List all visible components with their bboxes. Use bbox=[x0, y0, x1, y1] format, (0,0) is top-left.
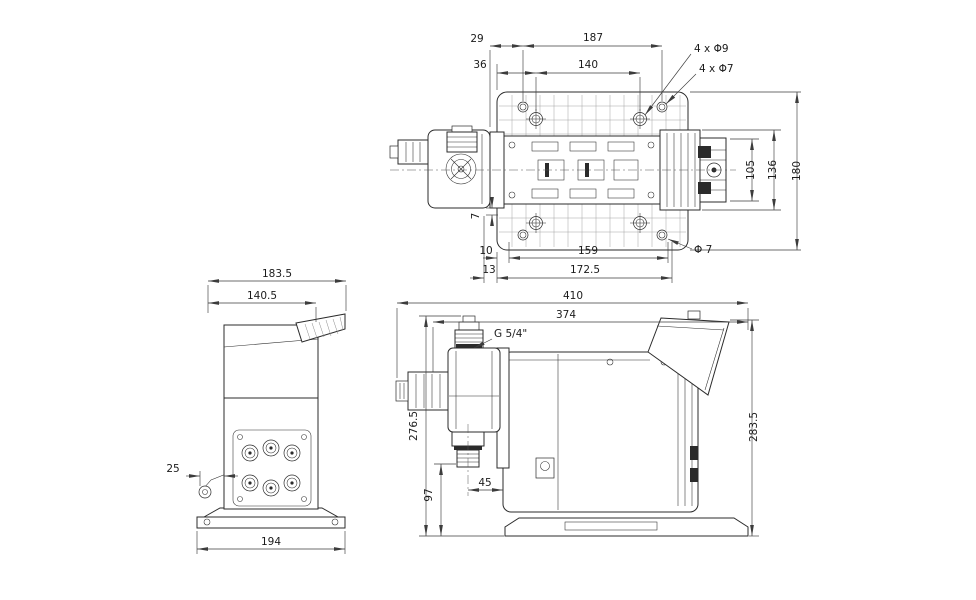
dim-7-label: 7 bbox=[470, 213, 482, 220]
dim-140-5-label: 140.5 bbox=[247, 290, 277, 302]
dim-410-label: 410 bbox=[563, 290, 583, 302]
dosing-head-top bbox=[427, 125, 505, 209]
note-4x-phi9: 4 x Φ9 bbox=[694, 43, 729, 55]
discharge-valve bbox=[454, 315, 484, 349]
side-view: 410 374 G 5/4" 276.5 97 45 283.5 bbox=[395, 290, 760, 537]
top-view-dimensions: 29 187 36 140 4 x Φ9 4 x Φ7 105 136 180 bbox=[470, 32, 803, 283]
dim-194-label: 194 bbox=[261, 536, 281, 548]
connector-socket bbox=[241, 439, 301, 497]
side-body bbox=[502, 351, 699, 513]
dim-172-5-label: 172.5 bbox=[570, 264, 600, 276]
dim-13-label: 13 bbox=[482, 264, 495, 276]
front-view: 183.5 140.5 25 194 bbox=[166, 268, 347, 554]
wall-hook bbox=[198, 473, 227, 499]
top-view: 29 187 36 140 4 x Φ9 4 x Φ7 105 136 180 bbox=[389, 32, 803, 283]
dim-374-label: 374 bbox=[556, 309, 576, 321]
display-wedge-front bbox=[295, 313, 346, 343]
dim-36-label: 36 bbox=[473, 59, 487, 71]
dim-105-label: 105 bbox=[745, 160, 757, 180]
cable-gland-side bbox=[395, 371, 449, 411]
cable-gland-top bbox=[389, 139, 429, 165]
dosing-head-side bbox=[447, 315, 510, 496]
note-phi7: Φ 7 bbox=[694, 244, 712, 256]
drain-sensor bbox=[535, 457, 555, 479]
dim-159-label: 159 bbox=[578, 245, 598, 257]
dim-45-label: 45 bbox=[478, 477, 491, 489]
dim-183-5-label: 183.5 bbox=[262, 268, 292, 280]
mounting-holes bbox=[517, 101, 668, 241]
pump-assembly-top bbox=[389, 125, 736, 211]
corner-hole-phi7 bbox=[517, 101, 668, 241]
dim-140-label: 140 bbox=[578, 59, 598, 71]
dim-283-5-label: 283.5 bbox=[748, 412, 760, 442]
front-base bbox=[196, 507, 346, 529]
dim-276-5-label: 276.5 bbox=[408, 411, 420, 441]
dim-180-label: 180 bbox=[791, 161, 803, 181]
dim-97-label: 97 bbox=[423, 488, 435, 501]
control-cube-front bbox=[223, 313, 346, 399]
inner-hole-phi9 bbox=[526, 109, 650, 233]
front-view-dimensions: 183.5 140.5 25 194 bbox=[166, 268, 347, 554]
dim-29-label: 29 bbox=[470, 33, 483, 45]
dim-187-label: 187 bbox=[583, 32, 603, 44]
dim-25-label: 25 bbox=[166, 463, 179, 475]
note-4x-phi7: 4 x Φ7 bbox=[699, 63, 734, 75]
note-g54: G 5/4" bbox=[494, 328, 527, 340]
side-base bbox=[504, 517, 749, 537]
dim-136-label: 136 bbox=[767, 160, 779, 180]
front-body bbox=[223, 397, 319, 510]
dim-10-label: 10 bbox=[479, 245, 492, 257]
side-view-dimensions: 410 374 G 5/4" 276.5 97 45 283.5 bbox=[396, 290, 760, 537]
suction-valve bbox=[451, 424, 485, 496]
